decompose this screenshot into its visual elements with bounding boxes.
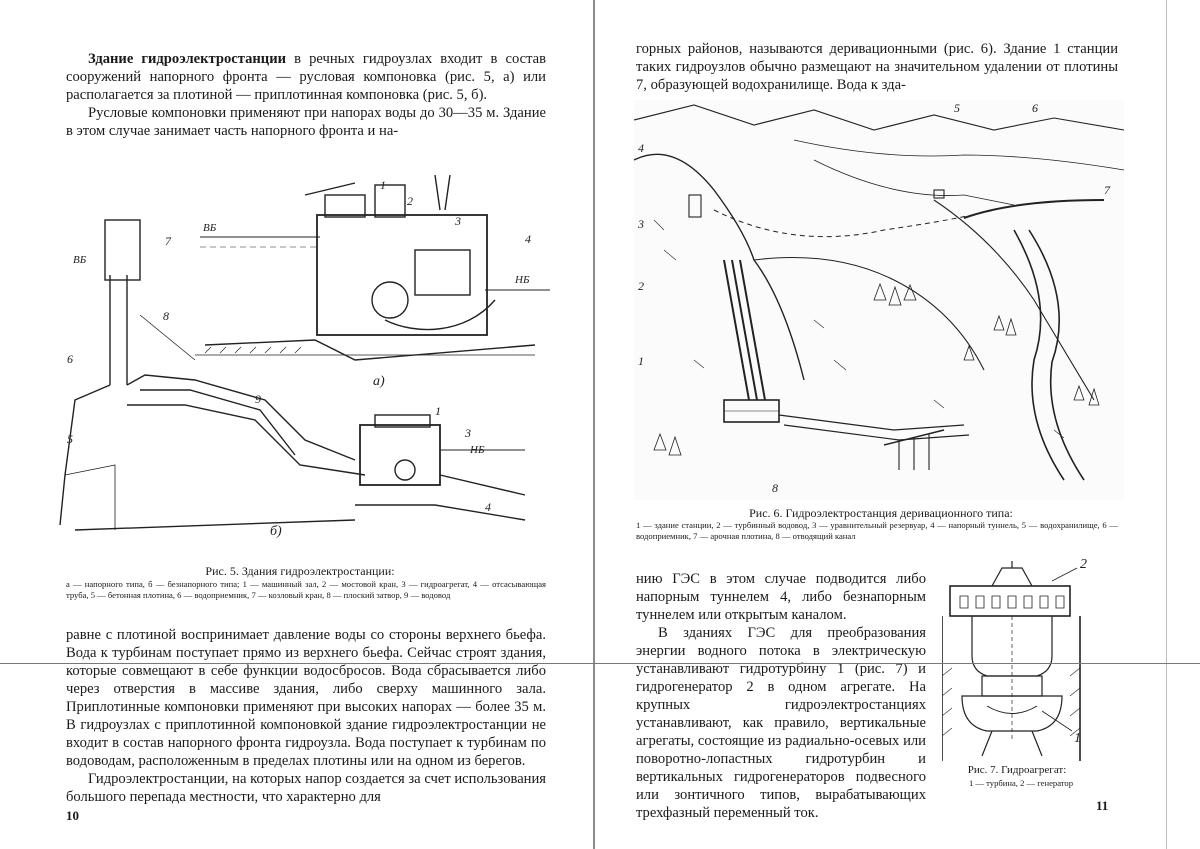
label-1a: 1 (380, 178, 386, 192)
label-3b: 3 (464, 426, 471, 440)
scan-artifact-line (0, 663, 1200, 664)
left-intro-text: Здание гидроэлектростанции в речных гидр… (66, 50, 546, 140)
paragraph-derivation-cont: горных районов, называются деривационным… (636, 41, 1118, 93)
label-6-7: 7 (1104, 183, 1111, 197)
figure-7-legend: 1 — турбина, 2 — генератор (968, 778, 1074, 788)
figure-7-title: Рис. 7. Гидроагрегат: (967, 764, 1067, 776)
label-4b: 4 (485, 500, 491, 514)
label-6-1: 1 (638, 354, 644, 368)
label-6-5: 5 (954, 101, 960, 115)
page-edge (1166, 0, 1167, 849)
label-6-4: 4 (638, 141, 644, 155)
paragraph-text: в речных гидроузлах входит в состав соор… (66, 51, 547, 103)
page-number-left: 10 (66, 808, 79, 823)
label-nb-a: НБ (514, 274, 530, 286)
label-6-2: 2 (638, 279, 644, 293)
right-body-text: нию ГЭС в этом случае подводится либо на… (636, 570, 926, 822)
page-number-right: 11 (1096, 798, 1109, 813)
right-intro-text: горных районов, называются деривационным… (636, 40, 1118, 94)
label-1b: 1 (435, 404, 441, 418)
paragraph-derivation-start: Гидроэлектростанции, на которых напор со… (66, 771, 546, 805)
label-6-8: 8 (772, 481, 778, 495)
label-8: 8 (163, 309, 169, 323)
label-9: 9 (255, 392, 261, 406)
paragraph-river-layout: Русловые компоновки применяют при напора… (66, 105, 546, 139)
label-6-6: 6 (1032, 101, 1038, 115)
figure-6-drawing: 5 6 7 4 3 2 1 8 (634, 100, 1124, 500)
label-6-3: 3 (637, 217, 644, 231)
figure-5-legend: а — напорного типа, б — безнапорного тип… (66, 579, 546, 600)
label-2a: 2 (407, 194, 413, 208)
paragraph-tunnel: нию ГЭС в этом случае подводится либо на… (636, 571, 926, 623)
label-7-1: 1 (1074, 731, 1081, 746)
left-page: Здание гидроэлектростанции в речных гидр… (0, 0, 594, 849)
book-gutter (593, 0, 595, 849)
figure-6-legend: 1 — здание станции, 2 — турбинный водово… (636, 520, 1118, 541)
label-nb-b: НБ (469, 444, 485, 456)
figure-5-drawing: ВБ НБ ВБ НБ а) б) 1 2 3 4 1 3 4 5 6 7 8 … (59, 175, 550, 539)
paragraph-hydro-unit: В зданиях ГЭС для преобразования энергии… (636, 625, 926, 821)
label-7-2: 2 (1080, 557, 1087, 572)
label-b: б) (270, 524, 282, 539)
figure-5-title: Рис. 5. Здания гидроэлектростанции: (205, 564, 395, 578)
left-body-text: равне с плотиной воспринимает давление в… (66, 626, 546, 806)
label-6: 6 (67, 352, 73, 366)
term-bold: Здание гидроэлектростанции (88, 51, 287, 67)
label-5: 5 (67, 432, 73, 446)
label-vb-a: ВБ (203, 222, 217, 234)
label-4a: 4 (525, 232, 531, 246)
right-page: горных районов, называются деривационным… (596, 0, 1200, 849)
label-7: 7 (165, 234, 172, 248)
paragraph-dam-layout: равне с плотиной воспринимает давление в… (66, 627, 546, 769)
figure-7-drawing: 2 1 (942, 557, 1087, 761)
figure-6-title: Рис. 6. Гидроэлектростанция деривационно… (749, 506, 1013, 520)
label-3a: 3 (454, 214, 461, 228)
paragraph-hydro-building: Здание гидроэлектростанции в речных гидр… (66, 50, 546, 104)
label-vb-b: ВБ (73, 254, 87, 266)
label-a: а) (373, 374, 385, 389)
